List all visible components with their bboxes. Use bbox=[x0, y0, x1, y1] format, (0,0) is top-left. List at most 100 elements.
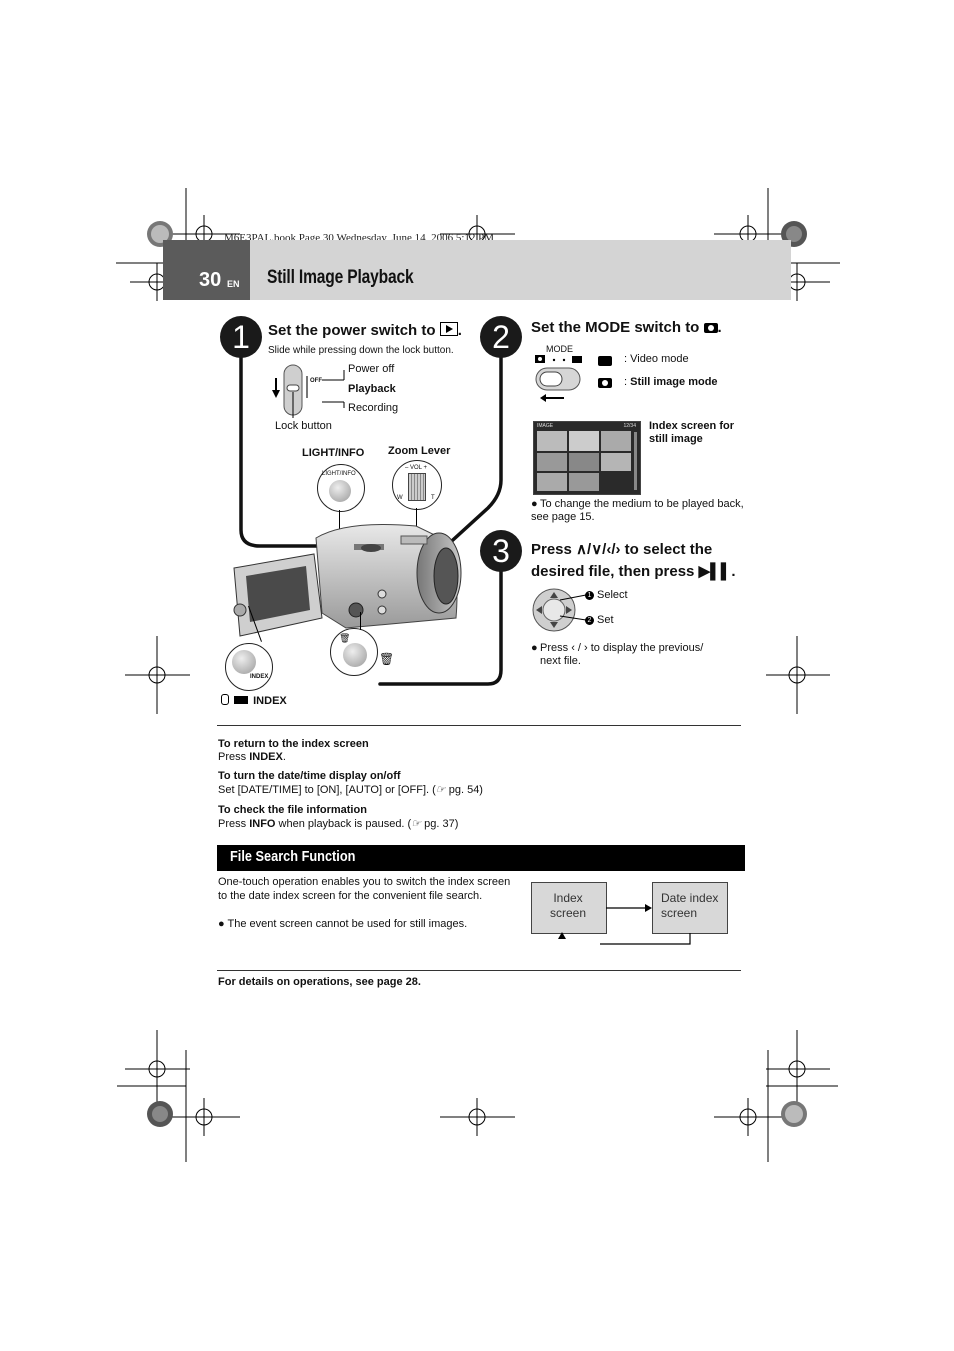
index-icon bbox=[234, 696, 249, 704]
step1-number: 1 bbox=[220, 316, 262, 358]
note-index-body: Press INDEX. bbox=[218, 750, 286, 764]
camera-icon bbox=[703, 323, 718, 333]
step1-heading: Set the power switch to . bbox=[268, 322, 462, 339]
still-mode-icon bbox=[598, 378, 612, 388]
note-index-bold: INDEX bbox=[249, 751, 283, 763]
select-label: Select bbox=[597, 589, 628, 601]
note-datetime-body: Set [DATE/TIME] to [ON], [AUTO] or [OFF]… bbox=[218, 783, 483, 797]
switch-off-tiny: OFF bbox=[310, 378, 322, 384]
card-icon bbox=[221, 694, 229, 705]
connector-thin-2 bbox=[416, 508, 417, 534]
file-search-bullet-text: The event screen cannot be used for stil… bbox=[227, 918, 468, 930]
step3-bullet-a: Press bbox=[540, 642, 569, 654]
camcorder-illustration bbox=[233, 524, 462, 637]
note-datetime-pre: Set [DATE/TIME] to [ON], [AUTO] or [OFF]… bbox=[218, 784, 436, 796]
page-lang: EN bbox=[227, 279, 240, 289]
set-marker-2: 2 bbox=[585, 616, 594, 625]
play-icon bbox=[439, 322, 458, 336]
step3-bullet-b: to display the previous/ bbox=[590, 642, 704, 654]
page-number: 30 bbox=[199, 269, 222, 291]
index-label-row: INDEX bbox=[221, 694, 287, 707]
power-off-label: Power off bbox=[348, 363, 395, 375]
connector-thin-1 bbox=[339, 510, 340, 542]
zoom-lever-label: Zoom Lever bbox=[388, 445, 451, 457]
date-index-box-label: Date index screen bbox=[661, 891, 719, 920]
playback-label: Playback bbox=[348, 383, 396, 395]
step3-press: Press bbox=[531, 541, 572, 558]
mode-switch-illustration bbox=[535, 355, 582, 402]
zoom-lever-circle[interactable]: – VOL + W T bbox=[392, 460, 442, 510]
flow-arrow-back bbox=[558, 932, 566, 939]
note-datetime-title: To turn the date/time display on/off bbox=[218, 770, 401, 782]
lock-button-label: Lock button bbox=[275, 420, 332, 432]
note-info-post2: pg. 37) bbox=[421, 818, 459, 830]
step3-heading-line2: desired file, then press ▶▌▌. bbox=[531, 562, 736, 580]
light-info-label: LIGHT/INFO bbox=[302, 447, 365, 459]
select-marker-1: 1 bbox=[585, 591, 594, 600]
power-switch-illustration bbox=[272, 364, 345, 418]
trash-icon: 🗑︎ bbox=[379, 652, 395, 666]
section-bar bbox=[217, 845, 745, 871]
note-datetime-post: pg. 54) bbox=[445, 784, 483, 796]
light-info-btn-label: LIGHT/INFO bbox=[322, 471, 356, 477]
left-right-icons: ‹ / › bbox=[571, 642, 588, 654]
index-button-circle[interactable]: INDEX bbox=[225, 643, 273, 691]
lcd-right-label: 12/34 bbox=[623, 423, 636, 429]
light-info-button[interactable]: LIGHT/INFO bbox=[317, 464, 365, 512]
note-info-post: when playback is paused. ( bbox=[275, 818, 412, 830]
step1-heading-text: Set the power switch to bbox=[268, 322, 436, 339]
step3-number: 3 bbox=[480, 530, 522, 572]
step2-bullet-text: To change the medium to be played back, … bbox=[531, 498, 744, 523]
connector-thin-3 bbox=[360, 612, 361, 630]
still-mode-prefix: : bbox=[624, 376, 631, 388]
header-bar bbox=[163, 240, 791, 300]
footer-text: For details on operations, see page 28. bbox=[218, 976, 421, 988]
zoom-vol-label: – VOL + bbox=[405, 465, 427, 471]
step2-number: 2 bbox=[480, 316, 522, 358]
note-info-pre: Press bbox=[218, 818, 250, 830]
index-screen-thumbnail: IMAGE 12/34 bbox=[533, 421, 641, 495]
note-index-post: . bbox=[282, 751, 286, 763]
divider-bottom bbox=[217, 970, 741, 971]
index-screen-box: Index screen bbox=[531, 882, 607, 934]
page-tab bbox=[163, 240, 250, 300]
trash-icon-small: 🗑︎ bbox=[339, 633, 351, 643]
step1-sub: Slide while pressing down the lock butto… bbox=[268, 345, 454, 356]
step3-heading-line1: Press ∧/∨/‹/› to select the bbox=[531, 540, 712, 558]
ref-icon: ☞ bbox=[435, 784, 446, 796]
video-mode-label: : Video mode bbox=[624, 353, 689, 365]
step3-bullet: ●Press ‹ / › to display the previous/ ne… bbox=[531, 642, 704, 667]
index-screen-box-label: Index screen bbox=[549, 891, 587, 920]
index-caption: Index screen for still image bbox=[649, 420, 734, 445]
note-index-pre: Press bbox=[218, 751, 250, 763]
file-search-body: One-touch operation enables you to switc… bbox=[218, 876, 511, 902]
index-btn-label: INDEX bbox=[250, 674, 269, 680]
set-lever-illustration[interactable] bbox=[532, 588, 592, 636]
zoom-t: T bbox=[431, 495, 435, 501]
note-info-body: Press INFO when playback is paused. (☞ p… bbox=[218, 817, 458, 831]
index-label: INDEX bbox=[253, 695, 287, 707]
still-mode-label: Still image mode bbox=[630, 376, 718, 388]
date-index-box: Date index screen bbox=[652, 882, 728, 934]
note-info-title: To check the file information bbox=[218, 804, 367, 816]
step2-heading-text: Set the MODE switch to bbox=[531, 319, 700, 336]
step3-bullet-c: next file. bbox=[540, 655, 581, 667]
flow-arrows bbox=[600, 904, 691, 945]
file-search-bullet: ● The event screen cannot be used for st… bbox=[218, 918, 468, 930]
step3-desired: desired file, then press bbox=[531, 563, 695, 580]
page-title: Still Image Playback bbox=[267, 267, 414, 288]
section-title: File Search Function bbox=[230, 848, 356, 865]
step3-select: to select the bbox=[624, 541, 713, 558]
recording-label: Recording bbox=[348, 402, 399, 414]
up-down-left-right-icons: ∧/∨/‹/› bbox=[576, 541, 621, 558]
set-label: Set bbox=[597, 614, 614, 626]
delete-button-circle[interactable]: 🗑︎ bbox=[330, 628, 378, 676]
step2-bullet: ●To change the medium to be played back,… bbox=[531, 498, 744, 523]
lcd-left-label: IMAGE bbox=[537, 423, 554, 429]
ref-icon: ☞ bbox=[411, 818, 422, 830]
play-pause-icon: ▶▌▌. bbox=[698, 563, 736, 580]
step2-heading: Set the MODE switch to . bbox=[531, 319, 722, 336]
note-index-title: To return to the index screen bbox=[218, 738, 369, 750]
still-mode-row: : Still image mode bbox=[624, 376, 718, 388]
